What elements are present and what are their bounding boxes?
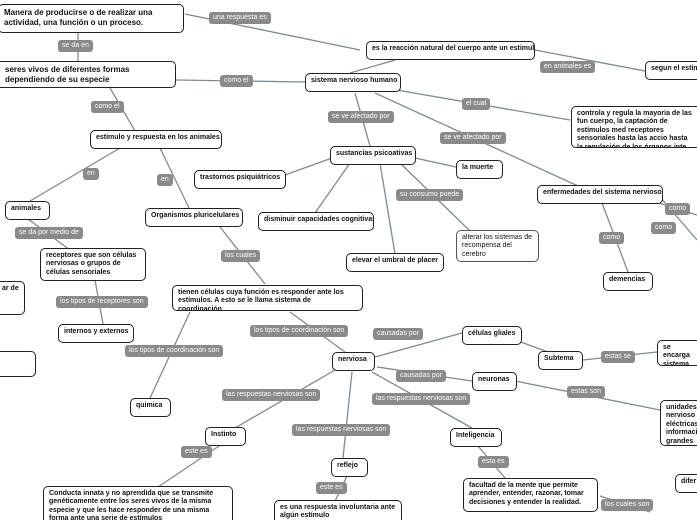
node-facultad[interactable]: facultad de la mente que permite aprende… <box>463 478 598 512</box>
label-los-cuales-son: los cuales son <box>601 499 654 511</box>
link-sistema-reaccion <box>349 59 396 74</box>
label-se-ve-afectado-por-1: se ve afectado por <box>328 111 394 123</box>
label-como-el-2: como el <box>91 101 124 113</box>
label-en-1: en <box>83 168 99 180</box>
node-reflejo[interactable]: reflejo <box>331 458 368 477</box>
link-estimulo-animales <box>29 147 121 202</box>
node-la-muerte[interactable]: la muerte <box>456 160 503 179</box>
label-se-ve-afectado-por-2: se ve afectado por <box>440 132 506 144</box>
node-animales[interactable]: animales <box>5 201 50 220</box>
node-subtema[interactable]: Subtema <box>538 351 583 370</box>
label-una-respuesta-es: una respuesta es <box>209 12 271 24</box>
label-estas-se: estas se <box>601 351 636 363</box>
node-ar-de[interactable]: ar de <box>0 281 25 315</box>
label-esta-es: esta es <box>478 456 509 468</box>
node-inteligencia[interactable]: Inteligencia <box>450 428 502 447</box>
label-causadas-por-2: causadas por <box>396 370 447 382</box>
link-gliales-subtema <box>517 340 549 353</box>
label-en-2: en <box>157 174 173 186</box>
node-estimulo-respuesta[interactable]: estimulo y respuesta en los animales <box>90 130 222 149</box>
label-las-respuestas-nerviosas-son-2: las respuestas nerviosas son <box>372 393 471 405</box>
node-sistema-nervioso-humano[interactable]: sistema nervioso humano <box>305 73 401 92</box>
node-se-encarga[interactable]: se encarga sistema ne <box>657 340 697 366</box>
node-unidades[interactable]: unidades nervioso eléctricas información… <box>660 400 697 446</box>
node-nerviosa[interactable]: nerviosa <box>332 352 375 371</box>
label-se-da-en: se da en <box>58 40 93 52</box>
node-elevar-umbral[interactable]: elevar el umbral de placer <box>346 253 444 272</box>
node-seres-vivos[interactable]: seres vivos de diferentes formas dependi… <box>0 61 176 88</box>
node-enfermedades-sistema[interactable]: enfermedades del sistema nervioso <box>537 185 663 204</box>
node-sustancias-psicoativas[interactable]: sustancias psicoativas <box>330 146 416 165</box>
link-nerviosa-reflejo <box>342 371 353 459</box>
link-sustancias-elevar <box>379 162 396 255</box>
label-como-3: como <box>599 232 625 244</box>
node-respuesta-involuntaria[interactable]: es una respuesta involuntaria ante algún… <box>274 500 402 520</box>
label-los-tipos-de-coordinacion-son-1: los tipos de coordinación son <box>250 325 349 337</box>
node-difer[interactable]: difer <box>675 474 697 493</box>
label-los-cuales-1: los cuales <box>221 250 261 262</box>
node-manera[interactable]: Manera de producirse o de realizar una a… <box>0 4 184 33</box>
node-disminuir-capacidades[interactable]: disminuir capacidades cognitivas <box>258 212 374 231</box>
link-reaccion-segun <box>534 49 646 72</box>
node-left-blank[interactable] <box>0 351 36 377</box>
label-este-es-2: este es <box>316 482 347 494</box>
node-controla-regula[interactable]: controla y regula la mayoria de las fun … <box>571 106 697 148</box>
label-los-tipos-de-receptores-son: los tipos de receptores son <box>56 296 148 308</box>
node-celulas-gliales[interactable]: células gliales <box>462 326 522 345</box>
label-en-animales-es: en animales es <box>540 61 596 73</box>
label-como-1: como <box>665 203 691 215</box>
label-las-respuestas-nerviosas-son-3: las respuestas nerviosas son <box>292 424 391 436</box>
label-se-da-por-medio-de: se da por medio de <box>15 227 83 239</box>
label-los-tipos-de-coordinacion-son-2: los tipos de coordinación son <box>125 345 224 357</box>
node-reaccion-natural[interactable]: es la reacción natural del cuerpo ante u… <box>366 41 535 60</box>
node-segun-estimulo[interactable]: segun el estim <box>645 61 697 80</box>
label-estas-son: estas son <box>567 386 605 398</box>
link-sustancias-disminuir <box>314 162 351 214</box>
label-como-el-1: como el <box>220 75 253 87</box>
link-sustancias-muerte <box>414 157 457 168</box>
node-organismos-pluricelulares[interactable]: Organismos pluricelulares <box>145 208 243 227</box>
node-instinto[interactable]: Instinto <box>205 427 246 446</box>
node-neuronas[interactable]: neuronas <box>472 372 517 391</box>
link-sustancias-trastornos <box>284 157 333 176</box>
node-trastornos-psiquiatricos[interactable]: trastornos psiquiátricos <box>194 170 286 189</box>
node-internos-externos[interactable]: internos y externos <box>58 324 134 343</box>
node-conducta-innata[interactable]: Conducta innata y no aprendida que se tr… <box>43 486 233 520</box>
label-el-cual: el cual <box>462 98 491 110</box>
label-las-respuestas-nerviosas-son-1: las respuestas nerviosas son <box>222 389 321 401</box>
label-su-consumo-puede: su consumo puede <box>396 189 464 201</box>
node-demencias[interactable]: demencias <box>603 272 653 291</box>
node-alterar-sistemas[interactable]: alterar los sistemas de recompensa del c… <box>456 230 539 262</box>
label-este-es-1: este es <box>181 446 212 458</box>
node-tienen-celulas[interactable]: tienen células cuya función es responder… <box>172 285 363 311</box>
node-quimica[interactable]: quimica <box>130 398 171 417</box>
node-receptores[interactable]: receptores que son células nerviosas o g… <box>40 248 146 281</box>
link-nerviosa-gliales <box>374 332 463 358</box>
link-estimulo-organismos <box>159 147 191 211</box>
label-causadas-por-1: causadas por <box>373 328 424 340</box>
label-como-2: como <box>651 222 677 234</box>
